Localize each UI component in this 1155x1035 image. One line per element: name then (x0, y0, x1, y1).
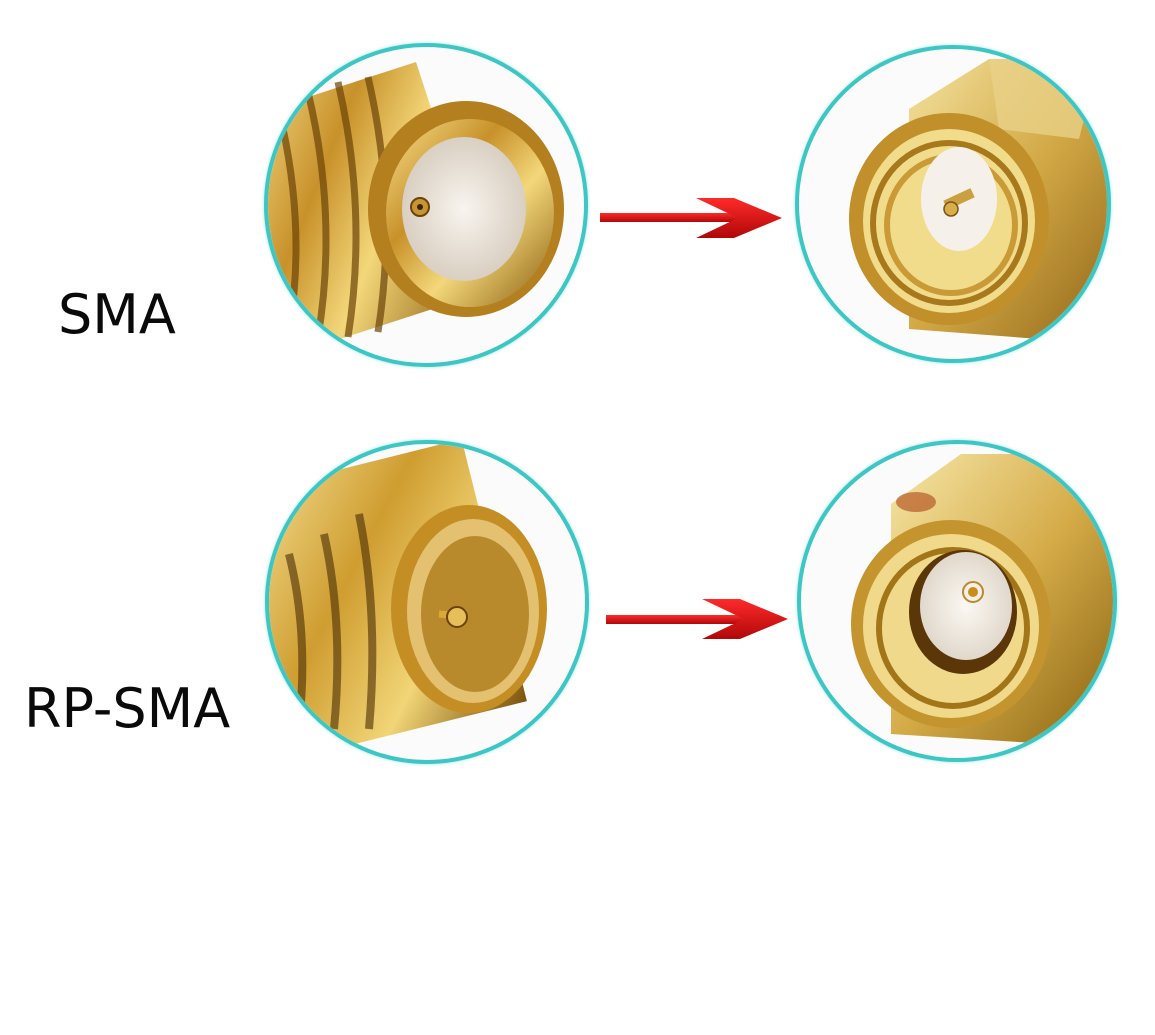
sma-arrow (598, 196, 784, 242)
right-arrow-icon (606, 599, 788, 639)
sma-female-jack-image (264, 43, 588, 367)
rp-sma-male-plug-image (797, 440, 1117, 762)
rp-sma-female-jack-image (265, 440, 589, 764)
rp-sma-female-jack-icon (269, 444, 547, 760)
sma-label: SMA (58, 283, 176, 346)
rp-sma-label: RP-SMA (24, 677, 231, 740)
rp-sma-arrow (604, 597, 790, 643)
sma-male-plug-icon (849, 59, 1107, 339)
right-arrow-icon (600, 198, 782, 238)
sma-female-jack-icon (268, 61, 564, 353)
sma-male-plug-image (795, 45, 1111, 363)
rp-sma-male-plug-icon (851, 454, 1113, 744)
